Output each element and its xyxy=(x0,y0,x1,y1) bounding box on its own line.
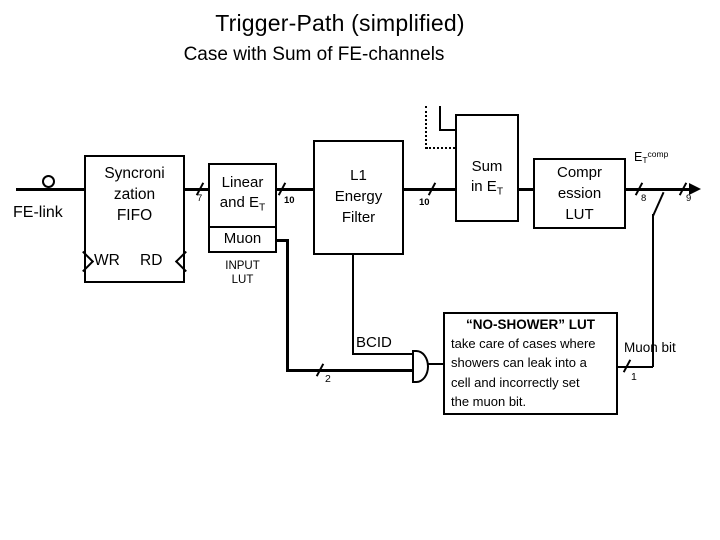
muon-bit-merge-slant xyxy=(652,191,665,217)
input-lut-caption-line1: INPUT xyxy=(225,260,260,272)
no-shower-line4: the muon bit. xyxy=(451,393,527,409)
l1-line3: Filter xyxy=(341,209,376,226)
sync-fifo-line1: Syncroni xyxy=(104,165,165,182)
sum-in-et-block: Sum in ET xyxy=(455,114,519,222)
muon-wire-horizontal xyxy=(286,369,413,372)
sum-feedback-line-horizontal xyxy=(439,129,455,131)
no-shower-line2: showers can leak into a xyxy=(451,355,587,371)
input-lut-linear-block: Linear and ET xyxy=(208,163,277,228)
muon-bit-riser xyxy=(652,214,654,367)
l1-line1: L1 xyxy=(350,167,367,184)
compression-line1: Compr xyxy=(556,164,602,181)
linear-line1: Linear xyxy=(221,174,264,191)
no-shower-line1: take care of cases where xyxy=(451,336,596,351)
no-shower-lut-block: “NO-SHOWER” LUT take care of cases where… xyxy=(443,312,618,415)
et-comp-subscript: T xyxy=(642,154,648,165)
output-arrowhead-icon xyxy=(689,183,701,195)
muon-wire-stub xyxy=(277,239,289,242)
input-lut-muon-block: Muon xyxy=(208,226,277,253)
et-comp-superscript: comp xyxy=(647,149,669,159)
sum-feedback-dotted-horizontal xyxy=(426,147,455,149)
sync-fifo-line2: zation xyxy=(113,186,156,203)
fe-link-connector-circle-icon xyxy=(42,175,55,188)
muon-bit-wire-horizontal xyxy=(617,366,653,368)
muon-bit-label: Muon bit xyxy=(624,340,676,355)
muon-wire-vertical xyxy=(286,239,289,372)
no-shower-line3: cell and incorrectly set xyxy=(451,374,580,390)
bus-width-7-label: 7 xyxy=(197,193,203,204)
fe-link-wire xyxy=(16,188,84,191)
bcid-label: BCID xyxy=(356,334,392,351)
slide-subtitle: Case with Sum of FE-channels xyxy=(183,44,445,65)
sum-feedback-dotted-vertical xyxy=(425,106,427,149)
no-shower-title: “NO-SHOWER” LUT xyxy=(466,317,595,332)
and-gate-icon xyxy=(412,350,429,383)
sum-line2: in ET xyxy=(470,178,504,198)
bus-width-1-label: 1 xyxy=(631,371,637,383)
rd-port-label: RD xyxy=(140,252,163,269)
bcid-wire-horizontal xyxy=(352,353,412,355)
linear-line2: and ET xyxy=(219,194,266,214)
sum-line1: Sum xyxy=(471,158,503,175)
wire-fifo-to-linear xyxy=(185,188,208,191)
l1-energy-filter-block: L1 Energy Filter xyxy=(313,140,404,255)
bus-width-2-label: 2 xyxy=(325,373,331,385)
wire-sum-to-compression xyxy=(518,188,533,191)
linear-subscript: T xyxy=(258,202,266,214)
gate-output-wire xyxy=(427,363,443,365)
sync-fifo-block: Syncroni zation FIFO xyxy=(84,155,185,283)
bus-width-10a-label: 10 xyxy=(284,195,295,206)
slide-title: Trigger-Path (simplified) xyxy=(215,10,465,36)
wire-trigger-output xyxy=(625,188,691,191)
bcid-wire-vertical xyxy=(352,255,354,355)
input-lut-caption-line2: LUT xyxy=(231,274,254,286)
sync-fifo-line3: FIFO xyxy=(116,207,153,224)
wire-l1-to-sum xyxy=(403,188,455,191)
sum-feedback-line-vertical xyxy=(439,106,441,131)
bus-width-9-label: 9 xyxy=(686,193,692,204)
muon-label: Muon xyxy=(223,230,262,247)
sum-subscript: T xyxy=(496,186,504,198)
input-lut-caption: INPUT LUT xyxy=(208,259,277,287)
compression-line3: LUT xyxy=(565,206,594,223)
wire-linear-to-l1 xyxy=(277,188,313,191)
bus-width-8-label: 8 xyxy=(641,193,647,204)
l1-line2: Energy xyxy=(334,188,383,205)
compression-lut-block: Compr ession LUT xyxy=(533,158,626,229)
wr-port-label: WR xyxy=(94,252,120,269)
compression-line2: ession xyxy=(557,185,602,202)
et-comp-label: ETcomp xyxy=(634,149,669,165)
fe-link-label: FE-link xyxy=(13,204,63,221)
bus-width-10b-label: 10 xyxy=(419,197,430,208)
